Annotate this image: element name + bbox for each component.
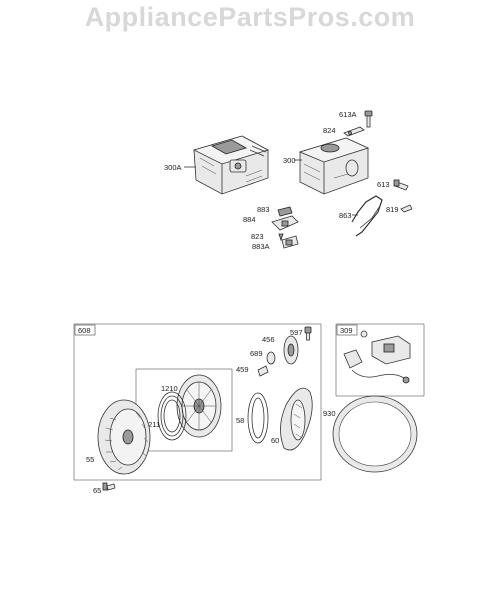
- label-824: 824: [323, 126, 336, 135]
- label-309: 309: [340, 326, 353, 335]
- label-883a: 883A: [252, 242, 270, 251]
- tag-309-box: [336, 324, 358, 336]
- label-456: 456: [262, 335, 275, 344]
- part-58-spring[interactable]: [247, 392, 269, 444]
- part-60-grip[interactable]: [280, 387, 313, 451]
- part-613-screw[interactable]: [393, 179, 409, 191]
- part-459-dog[interactable]: [257, 365, 269, 377]
- part-819-nut[interactable]: [400, 204, 413, 213]
- label-300: 300: [283, 156, 296, 165]
- label-60: 60: [271, 436, 279, 445]
- label-613a: 613A: [339, 110, 357, 119]
- label-55: 55: [86, 455, 94, 464]
- part-930-ring[interactable]: [332, 395, 418, 473]
- part-883a-clip[interactable]: [281, 235, 299, 249]
- part-597-screw[interactable]: [304, 326, 312, 341]
- part-309-ignition[interactable]: [343, 330, 411, 384]
- part-55-housing[interactable]: [97, 399, 151, 475]
- part-824-bracket[interactable]: [343, 126, 365, 137]
- part-1211-spring[interactable]: [157, 391, 187, 441]
- label-300a: 300A: [164, 163, 182, 172]
- watermark-title: AppliancePartsPros.com: [84, 2, 416, 32]
- part-883-clip[interactable]: [277, 206, 293, 217]
- label-597: 597: [290, 328, 303, 337]
- label-930: 930: [323, 409, 336, 418]
- tag-608-box: [74, 324, 96, 336]
- part-300-tank[interactable]: [298, 137, 370, 195]
- label-819: 819: [386, 205, 399, 214]
- part-300a-tank[interactable]: [192, 135, 270, 195]
- label-1210: 1210: [161, 384, 178, 393]
- label-608: 608: [78, 326, 91, 335]
- label-58: 58: [236, 416, 244, 425]
- part-823-screw[interactable]: [278, 233, 284, 242]
- label-883: 883: [257, 205, 270, 214]
- part-689-washer[interactable]: [266, 351, 276, 365]
- label-459: 459: [236, 365, 249, 374]
- label-1211: 1211: [144, 420, 160, 429]
- part-613a-screw[interactable]: [364, 110, 373, 128]
- label-65: 65: [93, 486, 101, 495]
- part-863-link[interactable]: [351, 195, 383, 237]
- label-613: 613: [377, 180, 390, 189]
- label-863: 863: [339, 211, 352, 220]
- part-1210-pulley[interactable]: [176, 374, 222, 438]
- label-823: 823: [251, 232, 264, 241]
- label-884: 884: [243, 215, 256, 224]
- part-456-ratchet[interactable]: [283, 335, 299, 365]
- group-608-frame: [73, 323, 322, 481]
- part-65-screw[interactable]: [102, 482, 116, 491]
- label-689: 689: [250, 349, 263, 358]
- part-884-switch[interactable]: [271, 215, 299, 231]
